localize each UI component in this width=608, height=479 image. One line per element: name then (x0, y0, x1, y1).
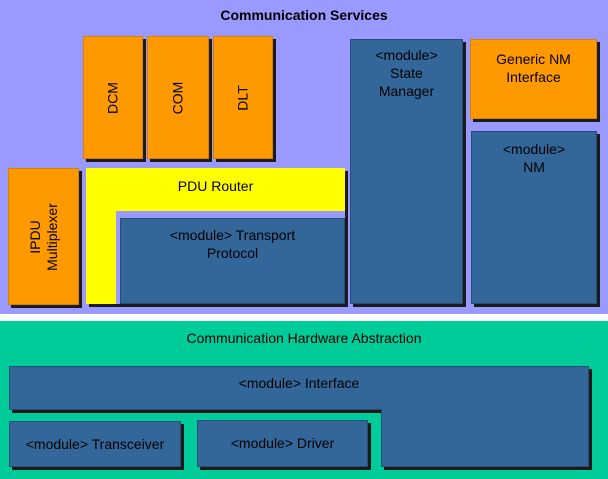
nm-label-line2: NM (523, 159, 545, 175)
com-label: COM (169, 81, 186, 114)
interface-label: <module> Interface (238, 375, 360, 391)
pdu-router-shape (86, 168, 345, 304)
transport-label-line1: <module> Transport (169, 227, 296, 243)
generic-nm-interface-module: Generic NM Interface (470, 39, 597, 119)
transceiver-module: <module> Transceiver (9, 421, 181, 467)
generic-nm-label-line2: Interface (506, 69, 561, 85)
transceiver-label: <module> Transceiver (25, 436, 165, 452)
state-manager-module: <module> State Manager (350, 39, 463, 304)
pdu-router-module: PDU Router (86, 168, 345, 304)
com-module: COM (147, 36, 209, 159)
interface-shape (9, 366, 589, 467)
transport-label-line2: Protocol (206, 245, 259, 261)
dlt-label: DLT (234, 84, 251, 111)
driver-module: <module> Driver (197, 420, 368, 467)
nm-module: <module> NM (471, 131, 597, 304)
nm-label-line1: <module> (502, 141, 566, 157)
communication-services-title: Communication Services (220, 7, 388, 23)
ipdu-label-line1: IPDU (26, 219, 43, 254)
interface-module: <module> Interface (9, 366, 589, 467)
transport-protocol-module: <module> Transport Protocol (120, 218, 345, 304)
state-label-line2: State (390, 65, 423, 81)
pdu-router-label: PDU Router (177, 178, 254, 194)
dcm-module: DCM (83, 36, 143, 159)
ipdu-label-line2: Multiplexer (43, 202, 60, 271)
driver-label: <module> Driver (230, 435, 335, 451)
ipdu-multiplexer-module: IPDU Multiplexer (8, 168, 79, 305)
dlt-module: DLT (213, 36, 273, 159)
state-label-line1: <module> (375, 47, 438, 63)
generic-nm-label-line1: Generic NM (496, 51, 571, 67)
state-label-line3: Manager (378, 83, 435, 99)
ipdu-multiplexer-label: IPDU Multiplexer (27, 203, 61, 271)
dcm-label: DCM (104, 81, 121, 114)
communication-hw-abstraction-title: Communication Hardware Abstraction (186, 330, 422, 346)
